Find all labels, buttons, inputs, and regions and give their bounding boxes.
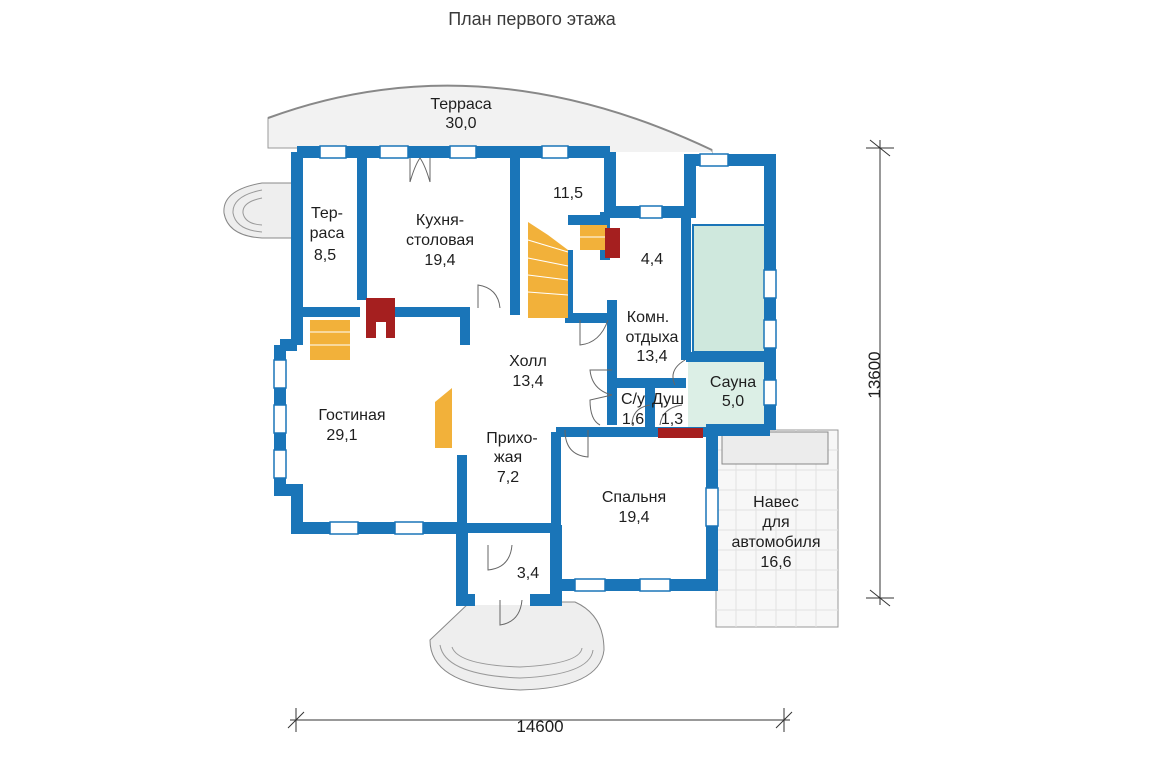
kitchen-area: 19,4 [424, 252, 455, 269]
doors [409, 157, 686, 626]
hall-name: Холл [509, 353, 547, 370]
bedroom-area: 19,4 [618, 509, 649, 526]
room-labels: Терраса 30,0 Тер- раса 8,5 Кухня- столов… [310, 96, 821, 582]
rest-name-1: Комн. [627, 309, 670, 326]
kitchen-name-2: столовая [406, 232, 474, 249]
carport-area-value: 16,6 [760, 554, 791, 571]
windows [273, 145, 777, 592]
entry-name-2: жая [494, 449, 522, 466]
small-terrace-area: 8,5 [314, 247, 336, 264]
width-dimension: 14600 [516, 717, 563, 736]
plan-title: План первого этажа [448, 9, 617, 29]
hall-area: 13,4 [512, 373, 543, 390]
rest-name-2: отдыха [626, 329, 679, 346]
wc-area: 1,6 [622, 411, 644, 428]
entrance-steps [429, 601, 605, 691]
dimension-height [866, 139, 894, 607]
terrace-railing [267, 84, 713, 151]
sauna-floor [688, 357, 770, 427]
fireplace [366, 298, 395, 338]
stair-room-area: 11,5 [553, 185, 583, 202]
carport-name-3: автомобиля [731, 534, 820, 551]
entry-name-1: Прихо- [486, 430, 537, 447]
terrace-area: 30,0 [445, 115, 476, 132]
bedroom-name: Спальня [602, 489, 666, 506]
terrace-name: Терраса [430, 96, 491, 113]
height-dimension: 13600 [865, 351, 884, 398]
small-terrace-name-1: Тер- [311, 205, 343, 222]
dimension-width [287, 708, 793, 732]
shower-area: 1,3 [661, 411, 683, 428]
pool [692, 224, 768, 353]
entry-area: 7,2 [497, 469, 519, 486]
sauna-stove [658, 428, 703, 438]
hall-stair [435, 388, 452, 448]
living-name: Гостиная [318, 407, 385, 424]
small-terrace-name-2: раса [310, 225, 345, 242]
room-44-area: 4,4 [641, 251, 663, 268]
carport-name-2: для [762, 514, 789, 531]
small-fireplace [605, 228, 620, 258]
left-terrace-steps [223, 182, 298, 239]
rest-area: 13,4 [636, 348, 667, 365]
carport-name-1: Навес [753, 494, 799, 511]
shower-name: Душ [652, 391, 684, 408]
carport-steps [721, 431, 829, 465]
sauna-name: Сауна [710, 374, 756, 391]
wc-name: С/у [621, 391, 645, 408]
sauna-area: 5,0 [722, 393, 744, 410]
kitchen-name-1: Кухня- [416, 212, 464, 229]
living-stair [310, 320, 350, 360]
vestibule-area: 3,4 [517, 565, 539, 582]
living-area: 29,1 [326, 427, 357, 444]
